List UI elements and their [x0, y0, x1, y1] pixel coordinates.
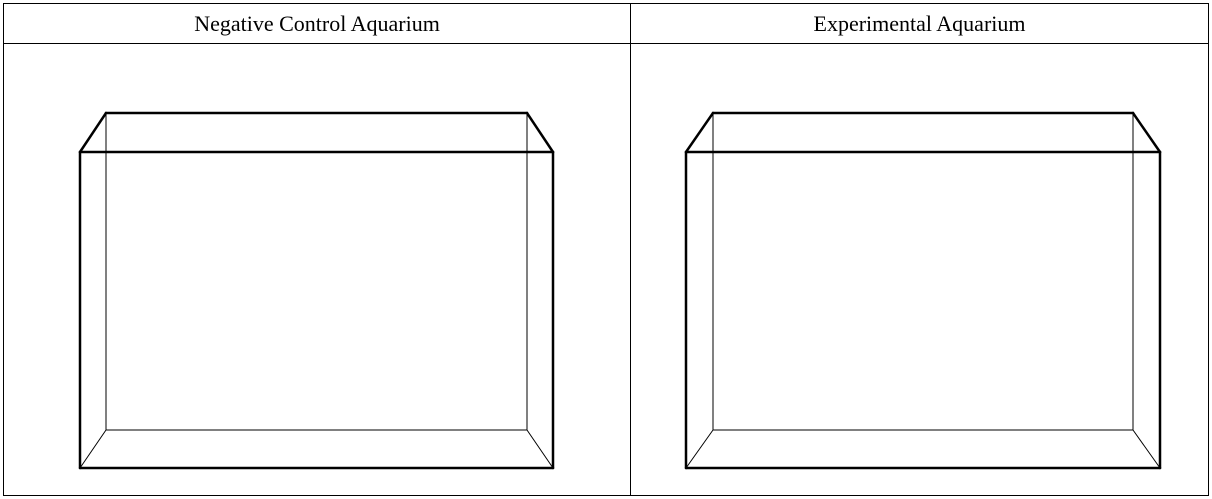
bottom-left-diagonal — [79, 429, 107, 469]
top-right-edge — [1131, 111, 1162, 154]
header-row: Negative Control Aquarium Experimental A… — [4, 4, 1208, 44]
column-divider — [630, 4, 631, 495]
top-right-edge — [525, 111, 555, 154]
negative-control-header: Negative Control Aquarium — [194, 11, 440, 36]
top-left-edge — [78, 111, 108, 154]
bottom-left-diagonal — [685, 429, 714, 469]
experimental-header: Experimental Aquarium — [813, 11, 1026, 36]
comparison-table: Negative Control Aquarium Experimental A… — [3, 3, 1209, 496]
top-left-edge — [684, 111, 715, 154]
bottom-right-diagonal — [526, 429, 554, 469]
bottom-right-diagonal — [1132, 429, 1161, 469]
